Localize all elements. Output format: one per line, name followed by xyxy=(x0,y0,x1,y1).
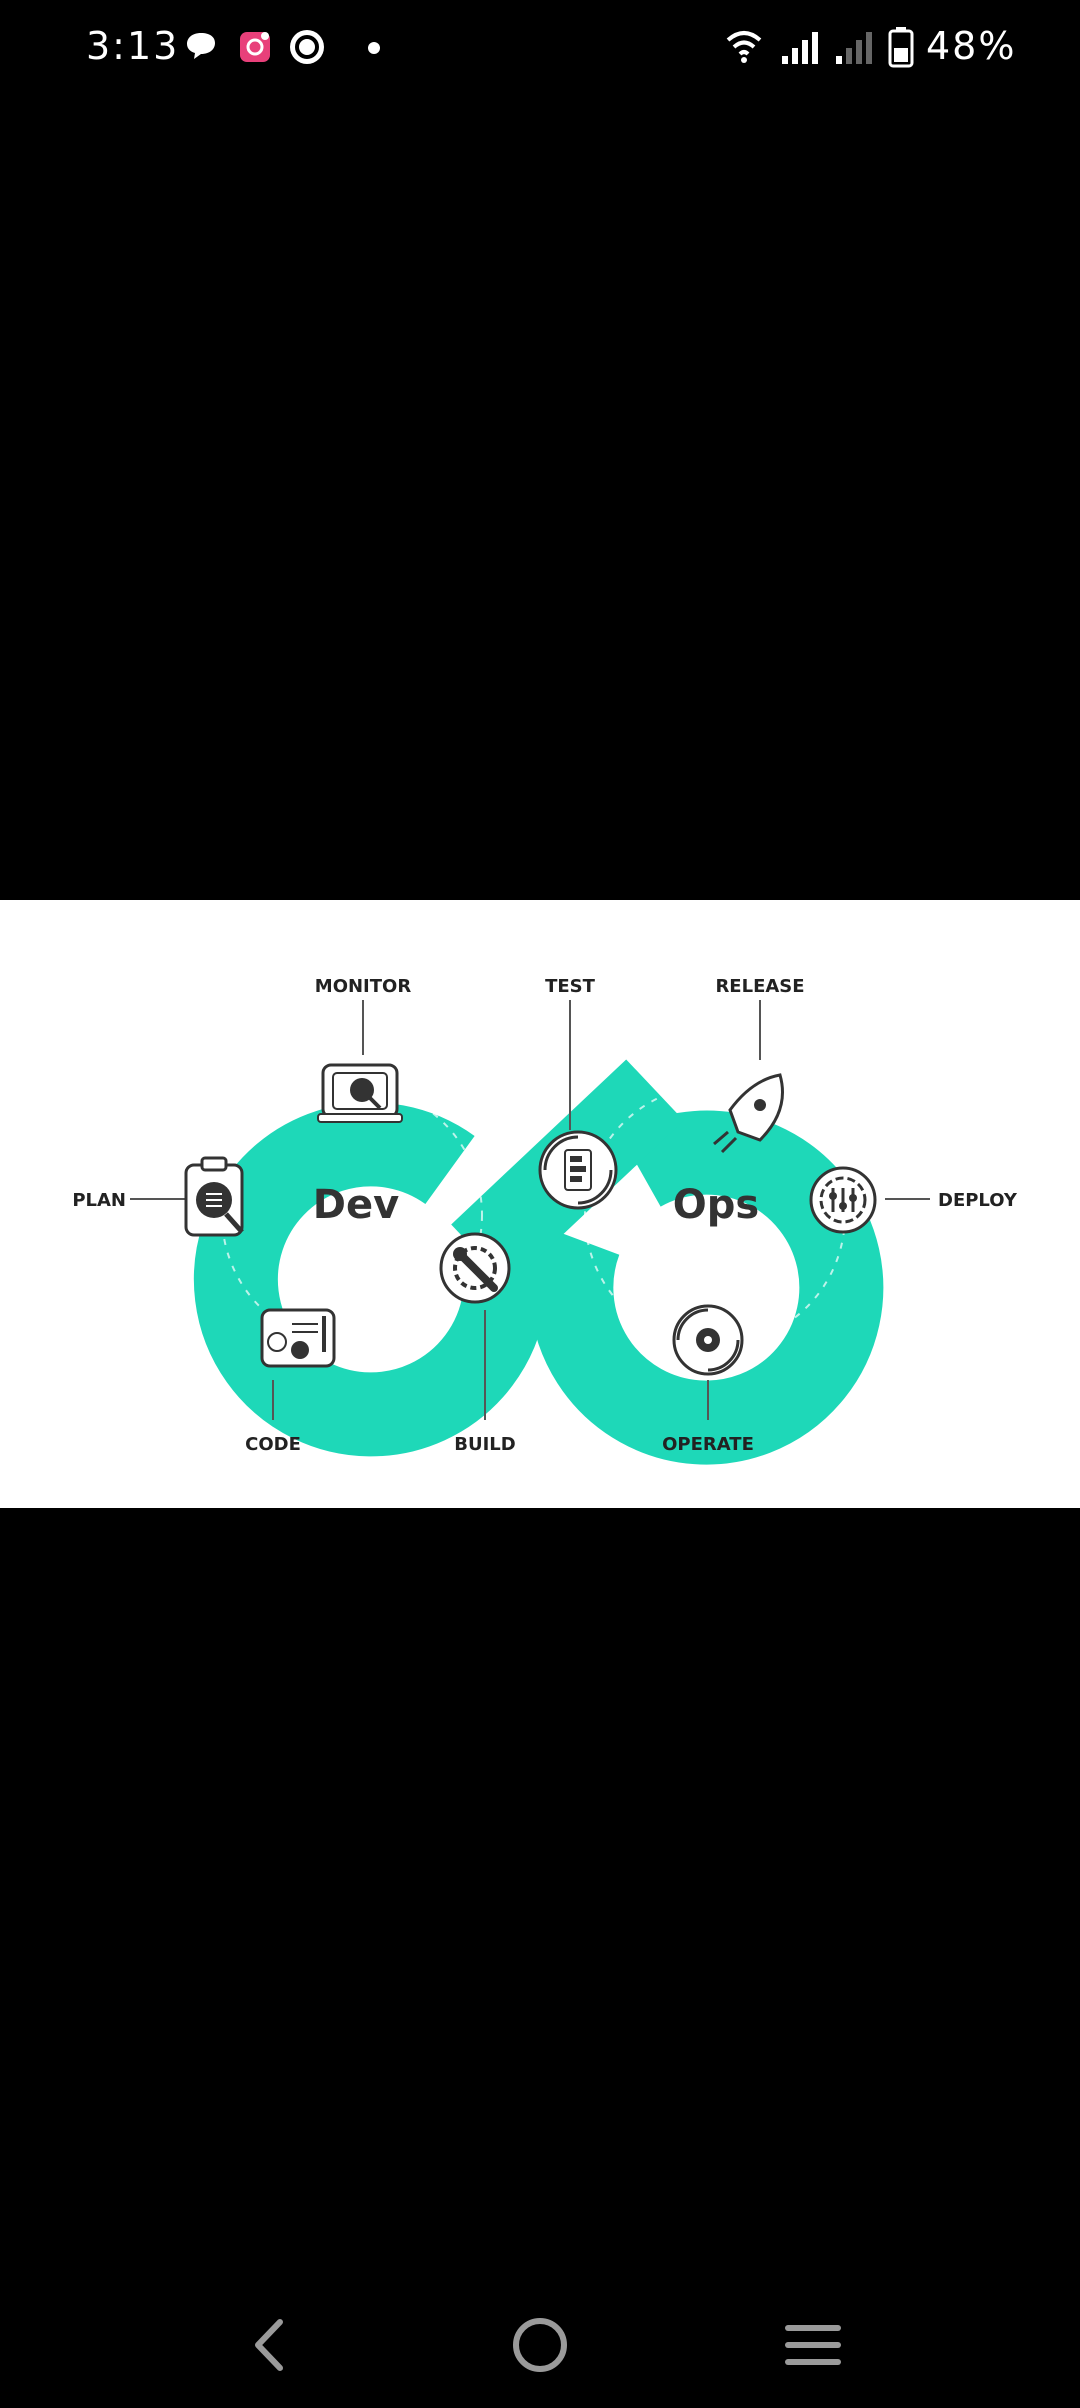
image-viewer[interactable]: Dev Ops MONITOR TEST RELEASE PLAN DEPLOY… xyxy=(0,900,1080,1508)
label-build: BUILD xyxy=(454,1434,515,1455)
back-icon[interactable] xyxy=(240,2310,300,2380)
devops-infinity-diagram: Dev Ops MONITOR TEST RELEASE PLAN DEPLOY… xyxy=(72,976,1018,1465)
home-icon[interactable] xyxy=(505,2310,575,2380)
stage-operate-icon xyxy=(672,1304,744,1376)
circle-app-icon xyxy=(290,30,324,64)
connector-lines xyxy=(130,1000,930,1420)
navigation-bar xyxy=(0,2290,1080,2408)
status-time: 3:13 xyxy=(86,24,180,68)
stage-code-icon xyxy=(260,1308,336,1368)
stage-monitor-icon xyxy=(317,1063,403,1123)
camera-app-icon xyxy=(240,32,270,62)
stage-deploy-icon xyxy=(809,1166,877,1234)
label-test: TEST xyxy=(545,976,596,997)
battery-percent: 48% xyxy=(926,24,1017,68)
label-operate: OPERATE xyxy=(662,1434,754,1455)
recents-icon[interactable] xyxy=(778,2310,848,2380)
dot-icon xyxy=(368,42,380,54)
status-bar: 3:13 48% xyxy=(0,0,1080,100)
stage-plan-icon xyxy=(184,1156,244,1237)
signal-weak-icon xyxy=(836,32,872,64)
label-release: RELEASE xyxy=(715,976,804,997)
label-plan: PLAN xyxy=(72,1190,126,1211)
label-monitor: MONITOR xyxy=(315,976,412,997)
stage-test-icon xyxy=(538,1130,618,1210)
ops-title: Ops xyxy=(673,1182,759,1228)
chat-bubble-icon xyxy=(187,33,215,59)
stage-release-icon xyxy=(713,1073,784,1154)
wifi-icon xyxy=(726,31,762,63)
signal-icon xyxy=(782,32,818,64)
label-code: CODE xyxy=(245,1434,301,1455)
dev-title: Dev xyxy=(313,1182,399,1228)
battery-icon xyxy=(888,27,914,68)
label-deploy: DEPLOY xyxy=(938,1190,1018,1211)
stage-build-icon xyxy=(439,1232,511,1304)
